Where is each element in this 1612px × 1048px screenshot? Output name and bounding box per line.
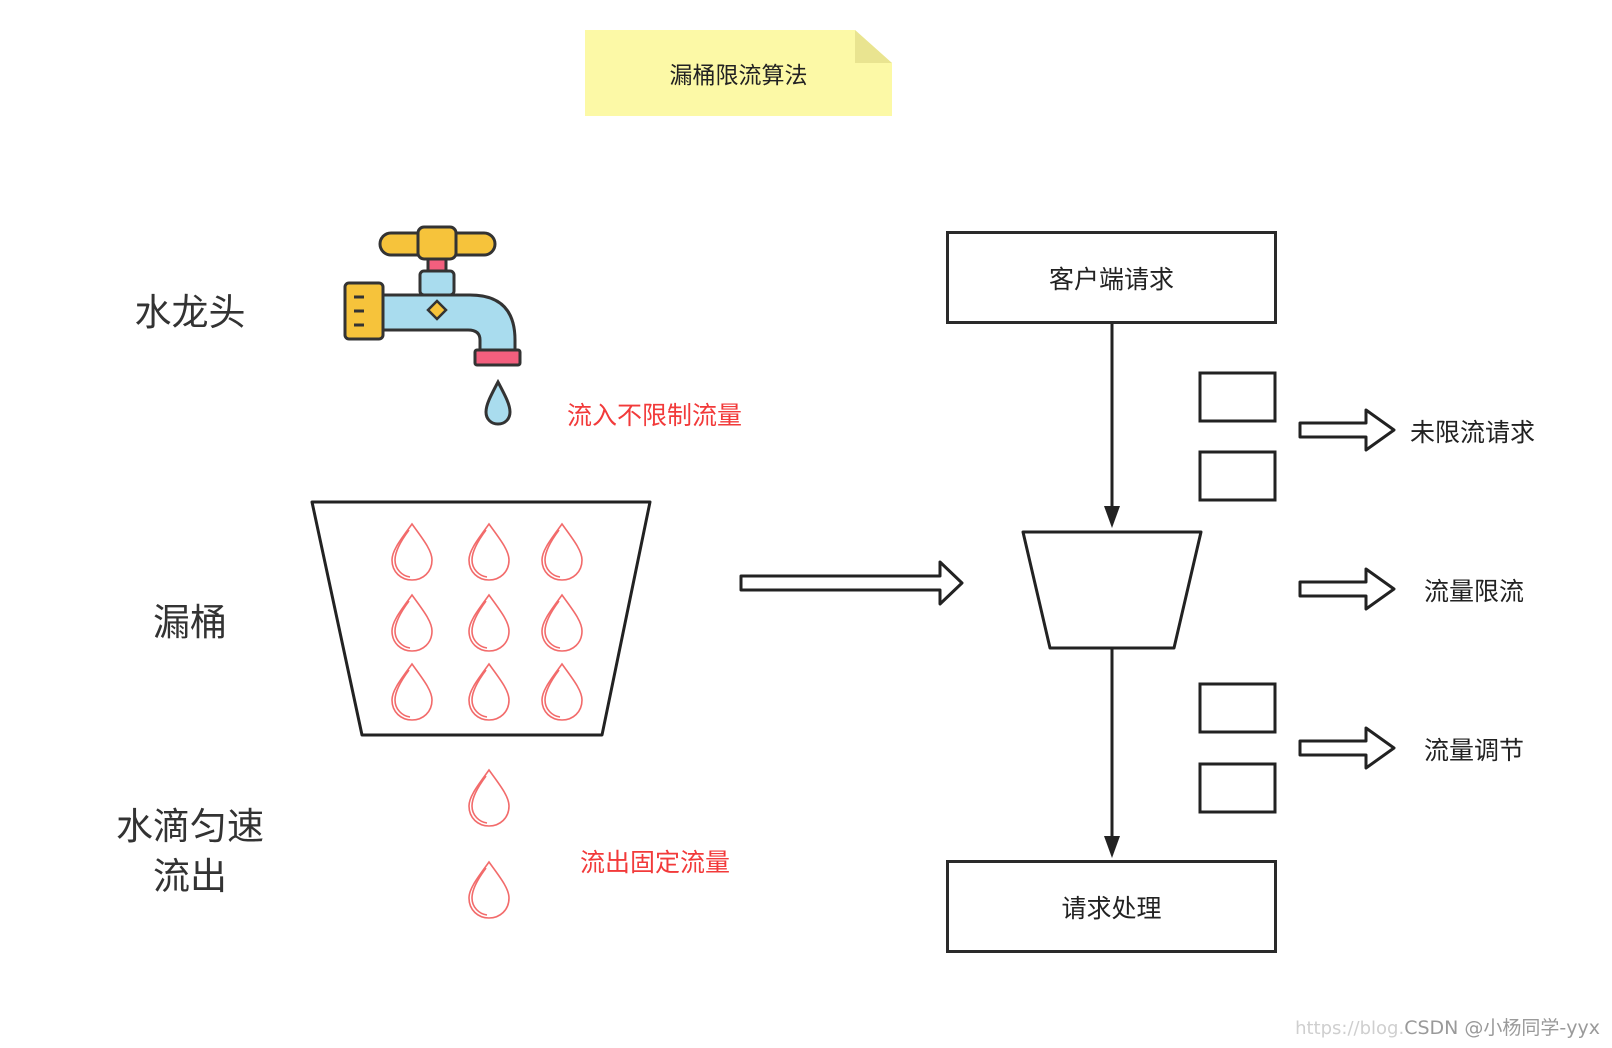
outflow-drop: [468, 861, 510, 919]
bucket-drop: [541, 663, 583, 721]
request-block: [1198, 762, 1277, 814]
mapping-arrow: [739, 560, 964, 606]
outcome-arrow: [1298, 408, 1396, 452]
bucket-drop: [468, 594, 510, 652]
bucket-drop: [391, 663, 433, 721]
outcome-arrow: [1298, 726, 1396, 770]
request-handling-box: 请求处理: [946, 860, 1277, 953]
funnel-shape: [1021, 530, 1203, 650]
faucet-label: 水龙头: [134, 291, 246, 334]
leaky-bucket-icon: [310, 500, 652, 737]
outcome-arrow: [1298, 567, 1396, 611]
request-block: [1198, 371, 1277, 423]
bucket-drop: [391, 594, 433, 652]
faucet-icon: [343, 225, 522, 426]
arrowhead-top: [1104, 506, 1120, 528]
outflow-annotation: 流出固定流量: [580, 848, 731, 877]
outcome-label-unlimited: 未限流请求: [1410, 418, 1536, 447]
inflow-annotation: 流入不限制流量: [567, 401, 743, 430]
outcome-label-adjust: 流量调节: [1424, 736, 1525, 765]
bucket-label: 漏桶: [153, 601, 227, 644]
request-block: [1198, 450, 1277, 502]
note-shape: [585, 30, 892, 116]
watermark-brand: CSDN @小杨同学-yyx: [1404, 1017, 1600, 1039]
bucket-drop: [541, 523, 583, 581]
client-request-box: 客户端请求: [946, 231, 1277, 324]
drip-label: 水滴匀速 流出: [116, 805, 264, 898]
bucket-drop: [468, 523, 510, 581]
diagram-title: 漏桶限流算法: [669, 63, 808, 89]
request-block: [1198, 682, 1277, 734]
watermark: https://blog.CSDN @小杨同学-yyx: [1295, 1013, 1600, 1040]
outflow-drop: [468, 769, 510, 827]
title-note: 漏桶限流算法: [585, 30, 892, 116]
bucket-drop: [468, 663, 510, 721]
bucket-drop: [391, 523, 433, 581]
watermark-url: https://blog.: [1295, 1018, 1405, 1039]
bucket-drop: [541, 594, 583, 652]
arrowhead-bottom: [1104, 836, 1120, 858]
outcome-label-limit: 流量限流: [1424, 577, 1525, 606]
